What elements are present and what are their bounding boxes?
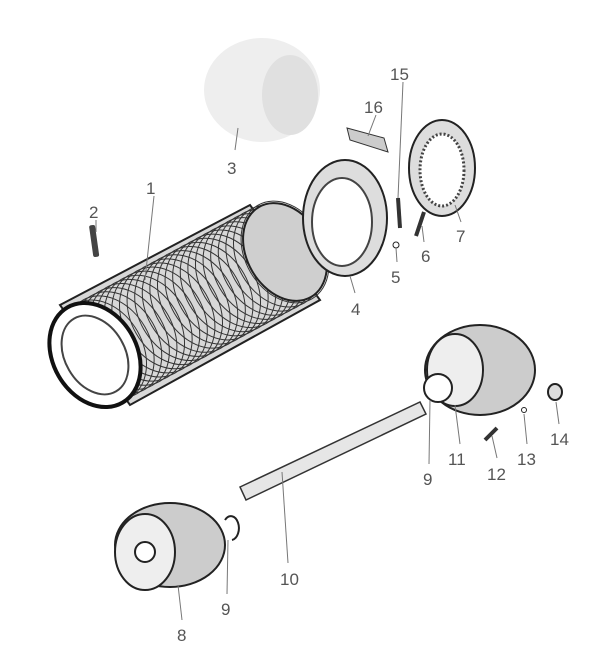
callout-13: 13: [517, 450, 536, 469]
part-12-screw: [483, 426, 499, 442]
part-1-drum: [47, 200, 330, 410]
callout-3: 3: [227, 159, 236, 178]
part-14-nut: [547, 383, 563, 401]
part-9-snap-ring: [224, 515, 240, 541]
drum-rib: [141, 254, 231, 357]
part-8-hub: [114, 502, 226, 591]
part-7-gear-ring: [408, 119, 476, 217]
callout-1: 1: [146, 179, 155, 198]
callout-9-lower: 9: [221, 600, 230, 619]
drum-rib: [149, 250, 239, 353]
part-2-pin: [89, 224, 100, 257]
callout-5: 5: [391, 268, 400, 287]
callout-12: 12: [487, 465, 506, 484]
part-11-hub: [423, 324, 536, 416]
part-13-washer: [521, 407, 527, 413]
callout-16: 16: [364, 98, 383, 117]
callout-4: 4: [351, 300, 360, 319]
part-10-shaft: [239, 401, 428, 502]
drum-rib: [164, 241, 254, 345]
callout-8: 8: [177, 626, 186, 645]
callout-9-upper: 9: [423, 470, 432, 489]
callout-2: 2: [89, 203, 98, 222]
callout-7: 7: [456, 227, 465, 246]
callout-15: 15: [390, 65, 409, 84]
drum-rib: [156, 245, 246, 349]
callout-6: 6: [421, 247, 430, 266]
part-16-plate: [346, 127, 389, 153]
leader-lines: [95, 81, 560, 621]
callout-14: 14: [550, 430, 569, 449]
callout-11: 11: [448, 450, 466, 469]
part-6-bolt: [414, 211, 426, 237]
callout-labels: 15 16 3 1 2 7 6 5 4 14 13 12 11 9 10 9 8: [89, 65, 569, 645]
part-15-pin: [396, 197, 402, 229]
drum-rib: [134, 258, 224, 362]
part-5-washer: [392, 241, 400, 249]
drum-rib: [126, 262, 216, 366]
callout-10: 10: [280, 570, 299, 589]
part-4-ring: [302, 159, 388, 277]
